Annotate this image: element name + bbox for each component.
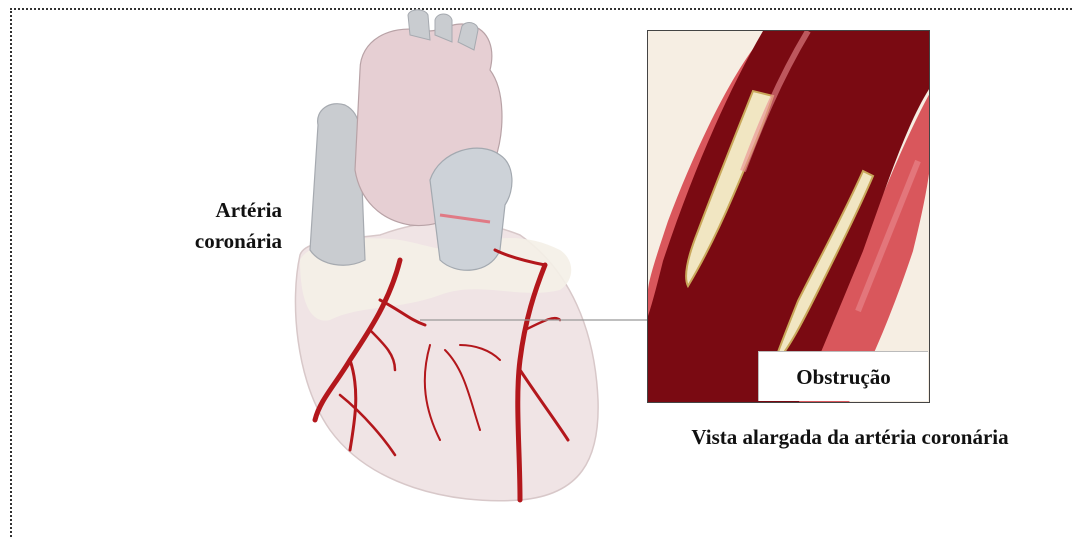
aortic-branch <box>408 10 430 40</box>
artery-label-line1: Artéria <box>150 195 282 226</box>
zoom-caption: Vista alargada da artéria coronária <box>640 425 1060 450</box>
zoomed-artery-illustration <box>648 31 930 403</box>
zoomed-artery-view <box>647 30 930 403</box>
obstruction-label: Obstrução <box>758 351 928 401</box>
artery-label: Artéria coronária <box>150 195 282 257</box>
artery-label-line2: coronária <box>150 226 282 257</box>
